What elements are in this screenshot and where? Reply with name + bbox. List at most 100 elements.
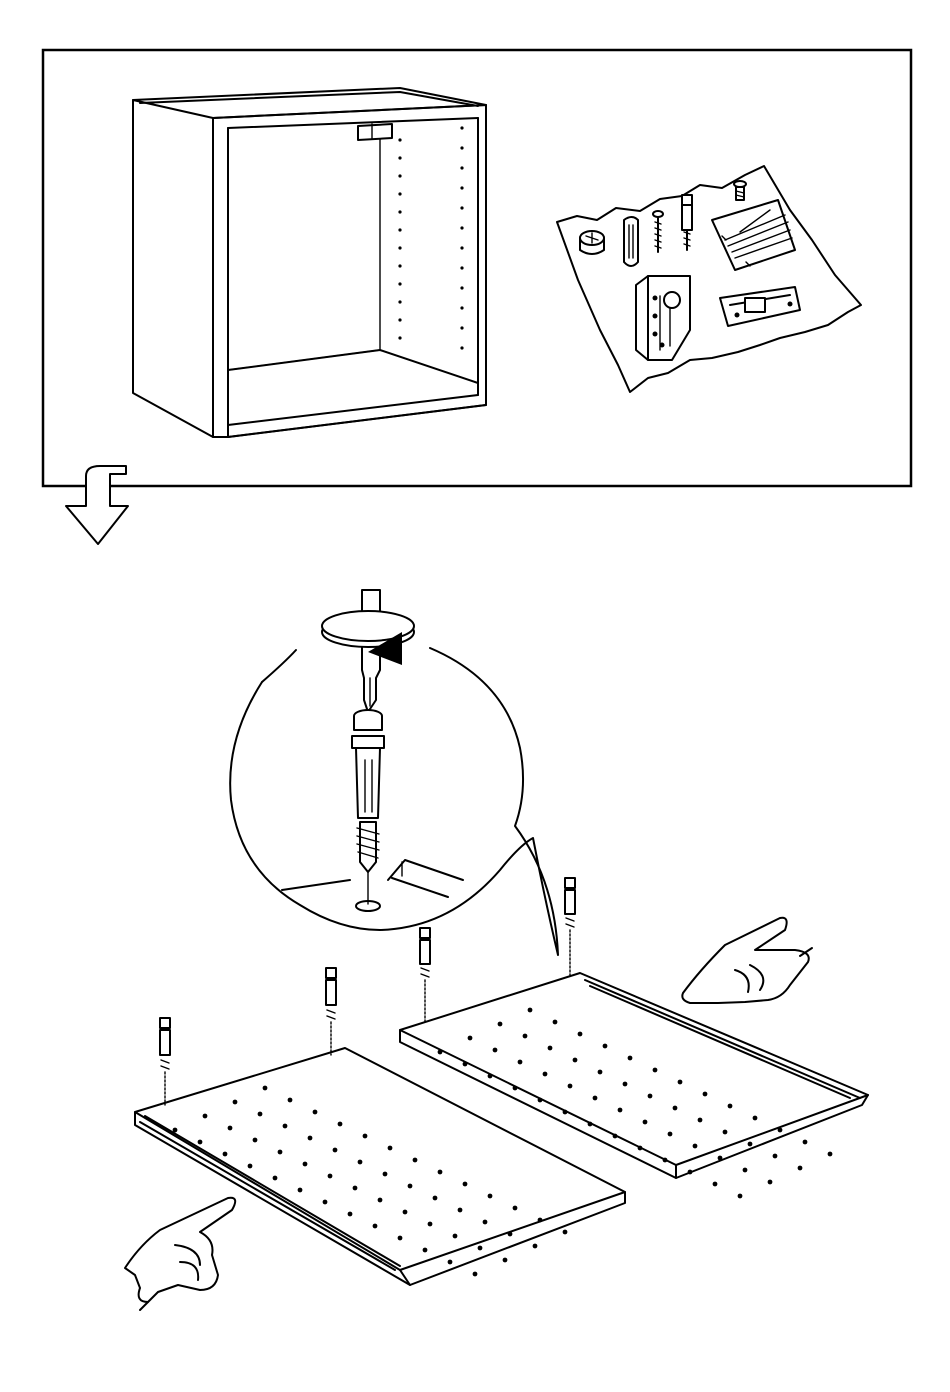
shelf-hole <box>748 1142 753 1147</box>
shelf-hole <box>363 1134 368 1139</box>
shelf-hole <box>498 1022 503 1027</box>
shelf-hole <box>703 1092 708 1097</box>
shelf-hole <box>453 1234 458 1239</box>
shelf-hole <box>553 1020 558 1025</box>
shelf-hole <box>798 1166 803 1171</box>
shelf-hole <box>688 1170 693 1175</box>
shelf-hole <box>460 126 463 129</box>
shelf-hole <box>348 1212 353 1217</box>
shelf-hole <box>233 1100 238 1105</box>
shelf-hole <box>313 1110 318 1115</box>
shelf-hole <box>398 264 401 267</box>
shelf-hole <box>728 1104 733 1109</box>
shelf-hole <box>338 1122 343 1127</box>
detail-callout <box>230 648 558 955</box>
shelf-hole <box>398 318 401 321</box>
shelf-hole <box>323 1200 328 1205</box>
shelf-hole <box>483 1220 488 1225</box>
shelf-hole <box>198 1140 203 1145</box>
shelf-hole <box>460 166 463 169</box>
shelf-hole <box>460 306 463 309</box>
shelf-hole <box>460 186 463 189</box>
shelf-hole <box>413 1158 418 1163</box>
shelf-hole <box>433 1196 438 1201</box>
shelf-hole <box>723 1130 728 1135</box>
shelf-hole <box>718 1156 723 1161</box>
shelf-hole <box>463 1182 468 1187</box>
shelf-hole <box>508 1232 513 1237</box>
shelf-hole <box>398 192 401 195</box>
shelf-hole <box>603 1044 608 1049</box>
shelf-hole <box>398 246 401 249</box>
shelf-hole <box>398 336 401 339</box>
dowel-screw-small-2 <box>326 968 336 1055</box>
shelf-hole <box>693 1144 698 1149</box>
shelf-hole <box>408 1184 413 1189</box>
shelf-hole <box>460 326 463 329</box>
shelf-hole <box>563 1110 568 1115</box>
shelf-hole <box>298 1188 303 1193</box>
shelf-hole <box>518 1060 523 1065</box>
shelf-hole <box>468 1036 473 1041</box>
shelf-hole <box>288 1098 293 1103</box>
shelf-hole <box>743 1168 748 1173</box>
hand-pointing-left-panel-icon <box>125 1198 235 1310</box>
shelf-hole <box>563 1230 568 1235</box>
shelf-hole <box>653 1068 658 1073</box>
cabinet-frame-icon <box>133 88 486 437</box>
shelf-hole <box>460 346 463 349</box>
shelf-hole <box>668 1132 673 1137</box>
shelf-hole <box>778 1128 783 1133</box>
dowel-screw-icon <box>352 710 384 872</box>
shelf-hole <box>613 1134 618 1139</box>
shelf-hole <box>588 1122 593 1127</box>
shelf-hole <box>643 1120 648 1125</box>
shelf-hole <box>248 1164 253 1169</box>
shelf-hole <box>523 1034 528 1039</box>
shelf-hole <box>768 1180 773 1185</box>
shelf-hole <box>398 174 401 177</box>
shelf-hole <box>528 1008 533 1013</box>
shelf-hole <box>398 210 401 213</box>
shelf-hole <box>398 138 401 141</box>
shelf-hole <box>258 1112 263 1117</box>
shelf-hole <box>803 1140 808 1145</box>
shelf-hole <box>713 1182 718 1187</box>
small-screw-icon <box>734 181 746 200</box>
shelf-hole <box>328 1174 333 1179</box>
shelf-hole <box>458 1208 463 1213</box>
shelf-hole <box>578 1032 583 1037</box>
shelf-hole <box>358 1160 363 1165</box>
shelf-hole <box>448 1260 453 1265</box>
shelf-hole <box>538 1218 543 1223</box>
shelf-hole <box>398 228 401 231</box>
shelf-hole <box>223 1152 228 1157</box>
shelf-hole <box>543 1072 548 1077</box>
shelf-hole <box>463 1062 468 1067</box>
shelf-hole <box>398 156 401 159</box>
shelf-hole <box>388 1146 393 1151</box>
shelf-hole <box>253 1138 258 1143</box>
dowel-screw-small-3 <box>420 928 430 1022</box>
dowel-screw-small-1 <box>160 1018 170 1105</box>
shelf-hole <box>663 1158 668 1163</box>
shelf-hole <box>263 1086 268 1091</box>
shelf-hole <box>828 1152 833 1157</box>
shelf-hole <box>773 1154 778 1159</box>
shelf-hole <box>618 1108 623 1113</box>
shelf-hole <box>438 1170 443 1175</box>
shelf-hole <box>488 1194 493 1199</box>
shelf-hole <box>503 1258 508 1263</box>
shelf-hole <box>403 1210 408 1215</box>
shelf-hole <box>673 1106 678 1111</box>
shelf-hole <box>398 1236 403 1241</box>
shelf-hole <box>513 1206 518 1211</box>
shelf-hole <box>423 1248 428 1253</box>
shelf-hole <box>460 286 463 289</box>
shelf-hole <box>398 282 401 285</box>
shelf-hole <box>278 1150 283 1155</box>
shelf-hole <box>460 146 463 149</box>
hand-pointing-right-panel-icon <box>682 918 812 1003</box>
shelf-hole <box>173 1128 178 1133</box>
